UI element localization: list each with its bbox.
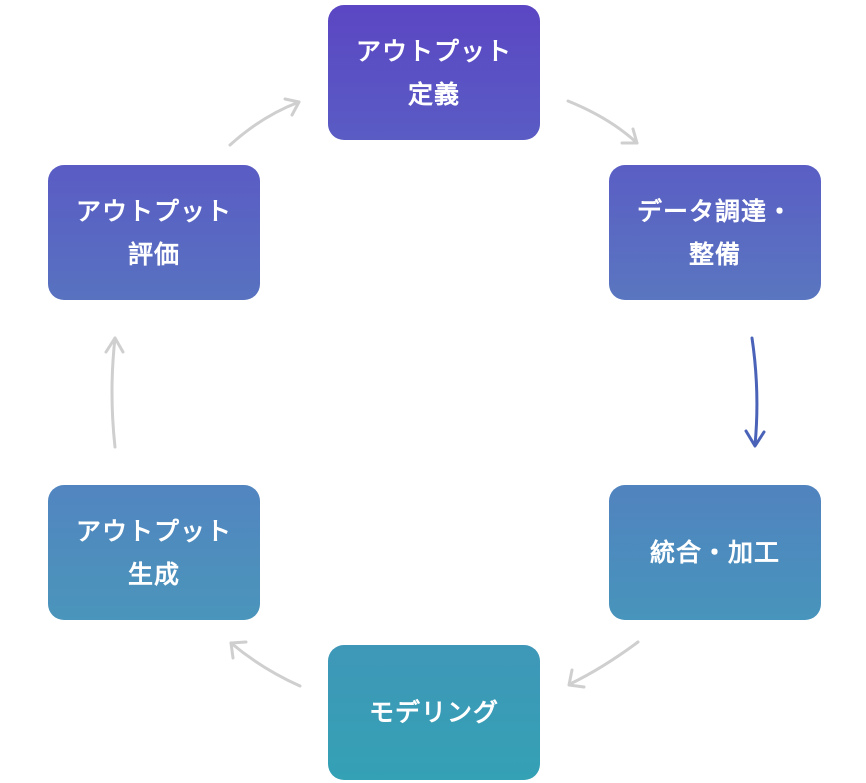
node-integration-processing: 統合・加工 xyxy=(609,485,821,620)
node-modeling: モデリング xyxy=(328,645,540,780)
arrow-modeling-to-generation xyxy=(229,640,302,688)
node-label-data-procurement: データ調達・ 整備 xyxy=(636,196,793,269)
node-output-generation: アウトプット 生成 xyxy=(48,485,260,620)
node-label-modeling: モデリング xyxy=(368,698,499,727)
node-label-integration-processing: 統合・加工 xyxy=(649,538,780,567)
node-output-definition: アウトプット 定義 xyxy=(328,5,540,140)
node-data-procurement: データ調達・ 整備 xyxy=(609,165,821,300)
arrow-generation-to-evaluation xyxy=(104,336,125,449)
arrow-evaluation-to-definition xyxy=(228,97,301,147)
arrow-integration-to-modeling xyxy=(567,640,640,689)
arrow-procurement-to-integration xyxy=(744,336,766,448)
node-label-output-generation: アウトプット 生成 xyxy=(75,516,232,589)
arrow-definition-to-procurement xyxy=(566,99,639,145)
node-label-output-definition: アウトプット 定義 xyxy=(355,36,512,109)
node-output-evaluation: アウトプット 評価 xyxy=(48,165,260,300)
node-label-output-evaluation: アウトプット 評価 xyxy=(75,196,232,269)
